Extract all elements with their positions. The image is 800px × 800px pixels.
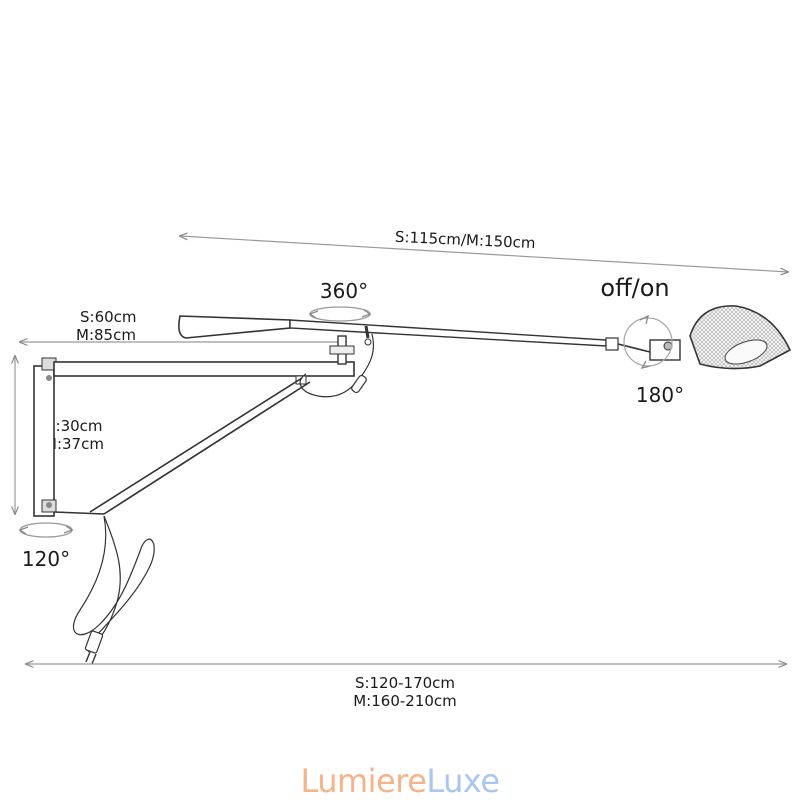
arm-length-label: S:115cm/M:150cm xyxy=(395,228,536,252)
arm-rotation-indicator xyxy=(308,306,372,322)
watermark-part1: Lumiere xyxy=(300,762,427,800)
total-length-label-s: S:120-170cm xyxy=(355,674,455,692)
horizontal-bracket-bar xyxy=(53,361,355,385)
bracket-width-label-s: S:60cm xyxy=(80,308,137,326)
pivot-post xyxy=(329,335,355,365)
arm-length-dimension-line xyxy=(180,236,788,272)
total-length-label-m: M:160-210cm xyxy=(353,692,457,710)
brand-watermark: LumiereLuxe xyxy=(0,762,800,800)
base-rotation-indicator xyxy=(18,522,74,538)
lamp-shade xyxy=(689,305,792,370)
bracket-width-label-m: M:85cm xyxy=(76,326,136,344)
watermark-part2: Luxe xyxy=(426,762,500,800)
cord-switch xyxy=(299,333,375,398)
arm-rotation-label: 360° xyxy=(320,279,368,303)
bracket-height-label-m: M:37cm xyxy=(44,435,104,453)
bracket-height-label-s: S:30cm xyxy=(46,417,103,435)
head-rotation-indicator xyxy=(623,314,673,370)
diagonal-strut xyxy=(53,377,311,515)
base-rotation-label: 120° xyxy=(22,547,70,571)
wall-plate xyxy=(33,357,57,517)
head-joint xyxy=(605,337,681,361)
swing-arm xyxy=(178,315,607,347)
head-rotation-label: 180° xyxy=(636,383,684,407)
switch-label: off/on xyxy=(600,274,669,302)
power-cord-plug xyxy=(73,515,155,665)
